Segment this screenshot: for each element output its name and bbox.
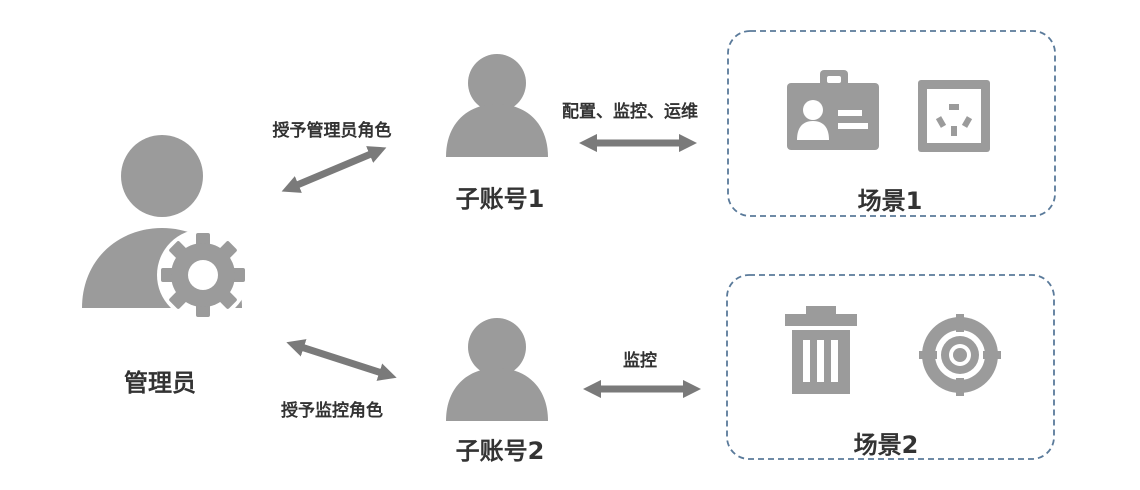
grant-arrow-1	[281, 146, 387, 193]
id-card-icon	[787, 70, 879, 150]
admin-label: 管理员	[124, 369, 196, 397]
scene-1-box	[727, 30, 1056, 217]
scene-2-box	[726, 274, 1055, 460]
grant-arrow-2	[286, 339, 397, 381]
action-config-monitor-ops-label: 配置、监控、运维	[562, 102, 698, 122]
sub-account-2-user-icon	[446, 318, 548, 421]
grant-monitor-role-label: 授予监控角色	[281, 401, 383, 421]
action-monitor-label: 监控	[623, 351, 657, 371]
scene-2-label: 场景2	[853, 431, 919, 459]
sub-account-1-label: 子账号1	[455, 185, 545, 213]
power-socket-icon	[918, 80, 990, 152]
admin-user-gear-icon	[82, 135, 249, 321]
sub-account-1-user-icon	[446, 54, 548, 157]
sub-account-2-label: 子账号2	[455, 437, 545, 465]
grant-admin-role-label: 授予管理员角色	[272, 121, 392, 141]
target-icon	[919, 314, 1001, 396]
trash-can-icon	[785, 306, 857, 394]
scene-1-label: 场景1	[857, 187, 923, 215]
